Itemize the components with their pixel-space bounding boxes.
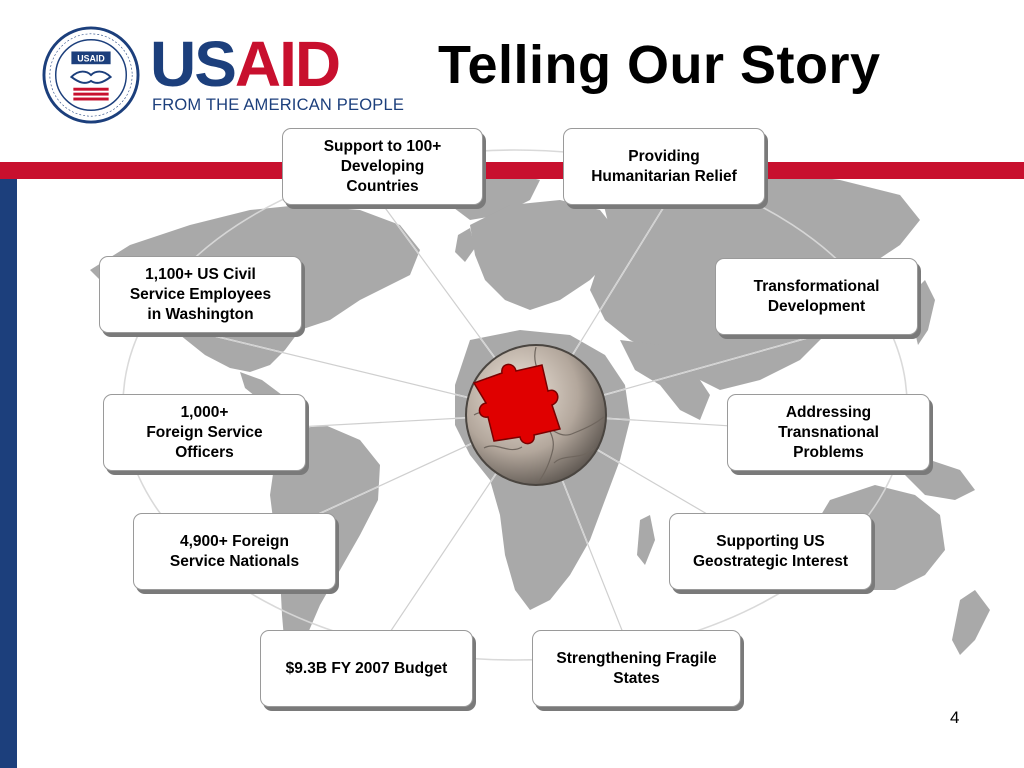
handshake-seal-icon: USAID	[42, 26, 140, 124]
box-fragile-states: Strengthening Fragile States	[532, 630, 741, 707]
box-civil-service-employees-label: 1,100+ US Civil Service Employees in Was…	[129, 265, 272, 323]
box-civil-service-employees: 1,100+ US Civil Service Employees in Was…	[99, 256, 302, 333]
box-geostrategic-interest-label: Supporting US Geostrategic Interest	[692, 532, 849, 570]
page-title: Telling Our Story	[438, 35, 881, 95]
box-foreign-service-officers-label: 1,000+ Foreign Service Officers	[146, 403, 263, 461]
logo-word-aid: AID	[234, 28, 341, 100]
logo-word-us: US	[150, 28, 237, 100]
box-budget: $9.3B FY 2007 Budget	[260, 630, 473, 707]
box-geostrategic-interest: Supporting US Geostrategic Interest	[669, 513, 872, 590]
box-transnational-problems: Addressing Transnational Problems	[727, 394, 930, 471]
box-support-countries-label: Support to 100+ Developing Countries	[323, 137, 442, 195]
box-transnational-problems-label: Addressing Transnational Problems	[778, 403, 879, 461]
box-humanitarian-relief: Providing Humanitarian Relief	[563, 128, 765, 205]
left-blue-sidebar	[0, 179, 17, 768]
header-red-band	[0, 162, 1024, 179]
box-transformational-development: Transformational Development	[715, 258, 918, 335]
usaid-logo-wordmark: USAID	[150, 32, 341, 96]
box-fragile-states-label: Strengthening Fragile States	[556, 649, 717, 687]
box-foreign-service-nationals-label: 4,900+ Foreign Service Nationals	[169, 532, 300, 570]
box-transformational-development-label: Transformational Development	[753, 277, 880, 315]
puzzle-globe-icon	[465, 344, 607, 486]
seal-label: USAID	[77, 53, 104, 63]
box-foreign-service-nationals: 4,900+ Foreign Service Nationals	[133, 513, 336, 590]
box-foreign-service-officers: 1,000+ Foreign Service Officers	[103, 394, 306, 471]
box-support-countries: Support to 100+ Developing Countries	[282, 128, 483, 205]
box-humanitarian-relief-label: Providing Humanitarian Relief	[591, 147, 737, 185]
page-number: 4	[950, 708, 960, 727]
box-budget-label: $9.3B FY 2007 Budget	[285, 659, 448, 677]
logo-tagline: FROM THE AMERICAN PEOPLE	[152, 96, 405, 114]
